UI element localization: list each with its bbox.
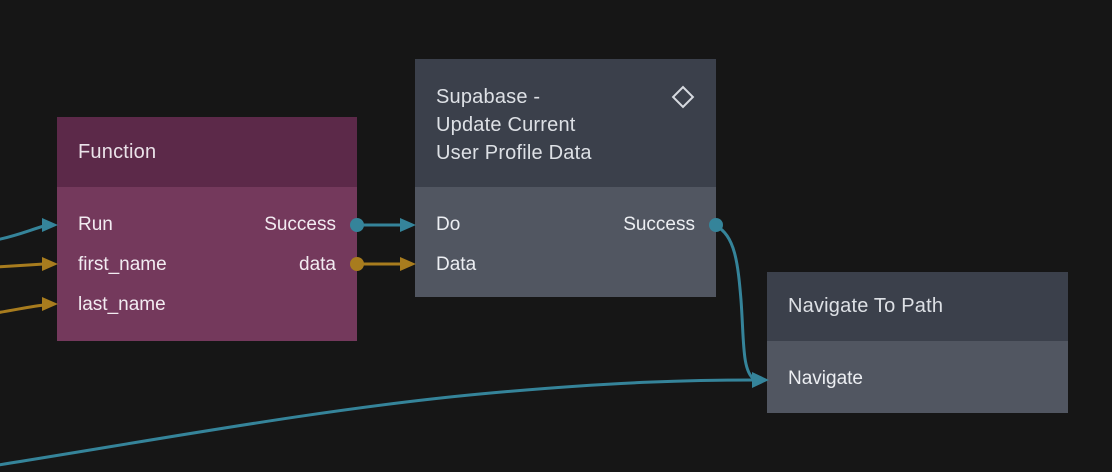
input-port-navigate[interactable]: Navigate — [788, 368, 863, 389]
input-arrow-navigate[interactable] — [752, 372, 769, 388]
node-function[interactable]: Function Run Success first_name data las… — [57, 117, 357, 341]
input-port-last-name[interactable]: last_name — [78, 294, 166, 315]
output-dot-supabase-success[interactable] — [709, 218, 723, 232]
node-supabase-update-profile[interactable]: Supabase - Update Current User Profile D… — [415, 59, 716, 297]
node-navigate-to-path[interactable]: Navigate To Path Navigate — [767, 272, 1068, 413]
input-arrow-do[interactable] — [400, 218, 416, 232]
output-port-data[interactable]: data — [299, 254, 336, 275]
node-navigate-body: Navigate — [767, 341, 1068, 413]
node-title: Navigate To Path — [788, 295, 944, 317]
port-row: Run Success — [57, 205, 357, 245]
input-port-run[interactable]: Run — [78, 214, 113, 235]
input-port-first-name[interactable]: first_name — [78, 254, 167, 275]
input-arrow-run[interactable] — [42, 218, 58, 232]
port-row: last_name — [57, 285, 357, 325]
node-title-line: Supabase - — [436, 86, 541, 108]
output-port-success[interactable]: Success — [623, 214, 695, 235]
wire-exec-into-run[interactable] — [0, 224, 46, 241]
wire-exec-success-to-navigate[interactable] — [714, 224, 756, 381]
output-dot-function-data[interactable] — [350, 257, 364, 271]
input-port-do[interactable]: Do — [436, 214, 461, 235]
output-dot-function-success[interactable] — [350, 218, 364, 232]
node-supabase-body: Do Success Data — [415, 187, 716, 297]
node-title-line: Update Current — [436, 114, 576, 136]
wire-exec-offscreen-to-navigate[interactable] — [0, 378, 756, 467]
port-row: first_name data — [57, 245, 357, 285]
node-title-line: User Profile Data — [436, 142, 592, 164]
port-row: Do Success — [415, 205, 716, 245]
input-arrow-data[interactable] — [400, 257, 416, 271]
node-function-header[interactable]: Function — [57, 117, 357, 187]
node-supabase-header[interactable]: Supabase - Update Current User Profile D… — [415, 59, 716, 187]
node-title: Function — [78, 140, 157, 163]
port-row: Navigate — [767, 359, 1068, 399]
input-port-data[interactable]: Data — [436, 254, 477, 275]
input-arrow-last-name[interactable] — [42, 297, 58, 311]
input-arrow-first-name[interactable] — [42, 257, 58, 271]
output-port-success[interactable]: Success — [264, 214, 336, 235]
node-navigate-header[interactable]: Navigate To Path — [767, 272, 1068, 341]
diamond-icon — [671, 85, 695, 109]
wire-data-into-last-name[interactable] — [0, 303, 46, 314]
wire-data-into-first-name[interactable] — [0, 262, 46, 269]
node-function-body: Run Success first_name data last_name — [57, 187, 357, 341]
port-row: Data — [415, 245, 716, 285]
